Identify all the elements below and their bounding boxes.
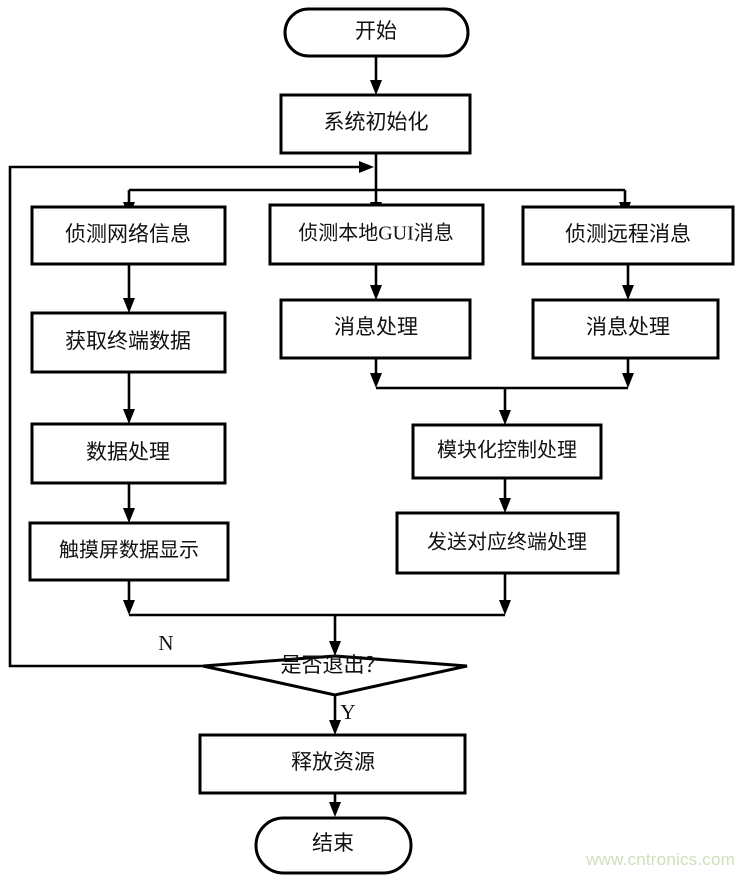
arrowhead-release-to-end (329, 802, 341, 817)
node-get-term-label: 获取终端数据 (65, 329, 191, 353)
arrowhead-detectremote-to-msgproc (622, 285, 634, 300)
arrowhead-loopback-no (359, 161, 374, 173)
node-end-label: 结束 (312, 831, 354, 855)
node-detect-remote-label: 侦测远程消息 (565, 222, 691, 246)
node-get-term[interactable]: 获取终端数据 (30, 311, 227, 374)
node-detect-net-shape (30, 205, 227, 266)
node-decide-exit-shape (202, 654, 468, 697)
arrowhead-msgprocgui-down (370, 373, 382, 388)
node-detect-net[interactable]: 侦测网络信息 (30, 205, 227, 266)
node-send-term-label: 发送对应终端处理 (427, 531, 587, 554)
node-decide-exit[interactable]: 是否退出？ (202, 653, 468, 697)
node-data-proc-shape (30, 422, 227, 485)
node-mod-ctrl[interactable]: 模块化控制处理 (411, 423, 603, 480)
node-touch-disp-shape (28, 521, 230, 582)
node-init-shape (279, 93, 472, 155)
node-start-label: 开始 (355, 19, 397, 43)
node-detect-gui[interactable]: 侦测本地GUI消息 (268, 203, 485, 266)
arrowhead-modctrl-to-sendterm (499, 498, 511, 513)
node-msg-proc-gui[interactable]: 消息处理 (279, 298, 472, 360)
node-release-shape (198, 733, 467, 795)
node-detect-gui-shape (268, 203, 485, 266)
arrowhead-dataproc-to-touchdisp (123, 508, 135, 523)
edge-label-no: N (158, 631, 173, 655)
watermark: www.cntronics.com (586, 850, 735, 869)
arrowhead-merge-to-decision (329, 641, 341, 656)
arrowhead-merge-to-modctrl (499, 410, 511, 425)
arrowhead-start-to-init (370, 80, 382, 95)
node-detect-gui-label: 侦测本地GUI消息 (298, 222, 454, 245)
arrowhead-sendterm-down (499, 600, 511, 615)
node-msg-proc-gui-shape (279, 298, 472, 360)
node-msg-proc-remote-label: 消息处理 (586, 315, 670, 339)
node-msg-proc-remote[interactable]: 消息处理 (531, 298, 720, 360)
node-mod-ctrl-shape (411, 423, 603, 480)
node-release-label: 释放资源 (291, 750, 375, 774)
arrowhead-detectnet-to-getterm (123, 298, 135, 313)
arrowhead-touchdisp-down (123, 600, 135, 615)
node-touch-disp[interactable]: 触摸屏数据显示 (28, 521, 230, 582)
arrowhead-msgprocrem-down (622, 373, 634, 388)
node-init[interactable]: 系统初始化 (279, 93, 472, 155)
node-mod-ctrl-label: 模块化控制处理 (437, 439, 577, 462)
node-data-proc-label: 数据处理 (86, 440, 170, 464)
node-msg-proc-remote-shape (531, 298, 720, 360)
arrowhead-getterm-to-dataproc (123, 409, 135, 424)
node-end[interactable]: 结束 (254, 816, 413, 875)
node-msg-proc-gui-label: 消息处理 (334, 315, 418, 339)
connector-layer (8, 56, 634, 817)
node-detect-remote-shape (521, 205, 735, 266)
node-detect-remote[interactable]: 侦测远程消息 (521, 205, 735, 266)
arrowhead-decision-to-release (329, 720, 341, 735)
edge-loopback-no (8, 165, 362, 668)
node-send-term[interactable]: 发送对应终端处理 (395, 511, 620, 575)
node-data-proc[interactable]: 数据处理 (30, 422, 227, 485)
edge-label-yes: Y (340, 700, 355, 724)
node-decide-exit-label: 是否退出？ (281, 653, 386, 677)
node-send-term-shape (395, 511, 620, 575)
node-end-shape (254, 816, 413, 875)
node-get-term-shape (30, 311, 227, 374)
arrowhead-detectgui-to-msgproc (370, 285, 382, 300)
node-detect-net-label: 侦测网络信息 (65, 222, 191, 246)
node-release[interactable]: 释放资源 (198, 733, 467, 795)
node-start[interactable]: 开始 (283, 7, 470, 58)
node-touch-disp-label: 触摸屏数据显示 (59, 539, 199, 562)
node-init-label: 系统初始化 (324, 110, 429, 134)
node-start-shape (283, 7, 470, 58)
